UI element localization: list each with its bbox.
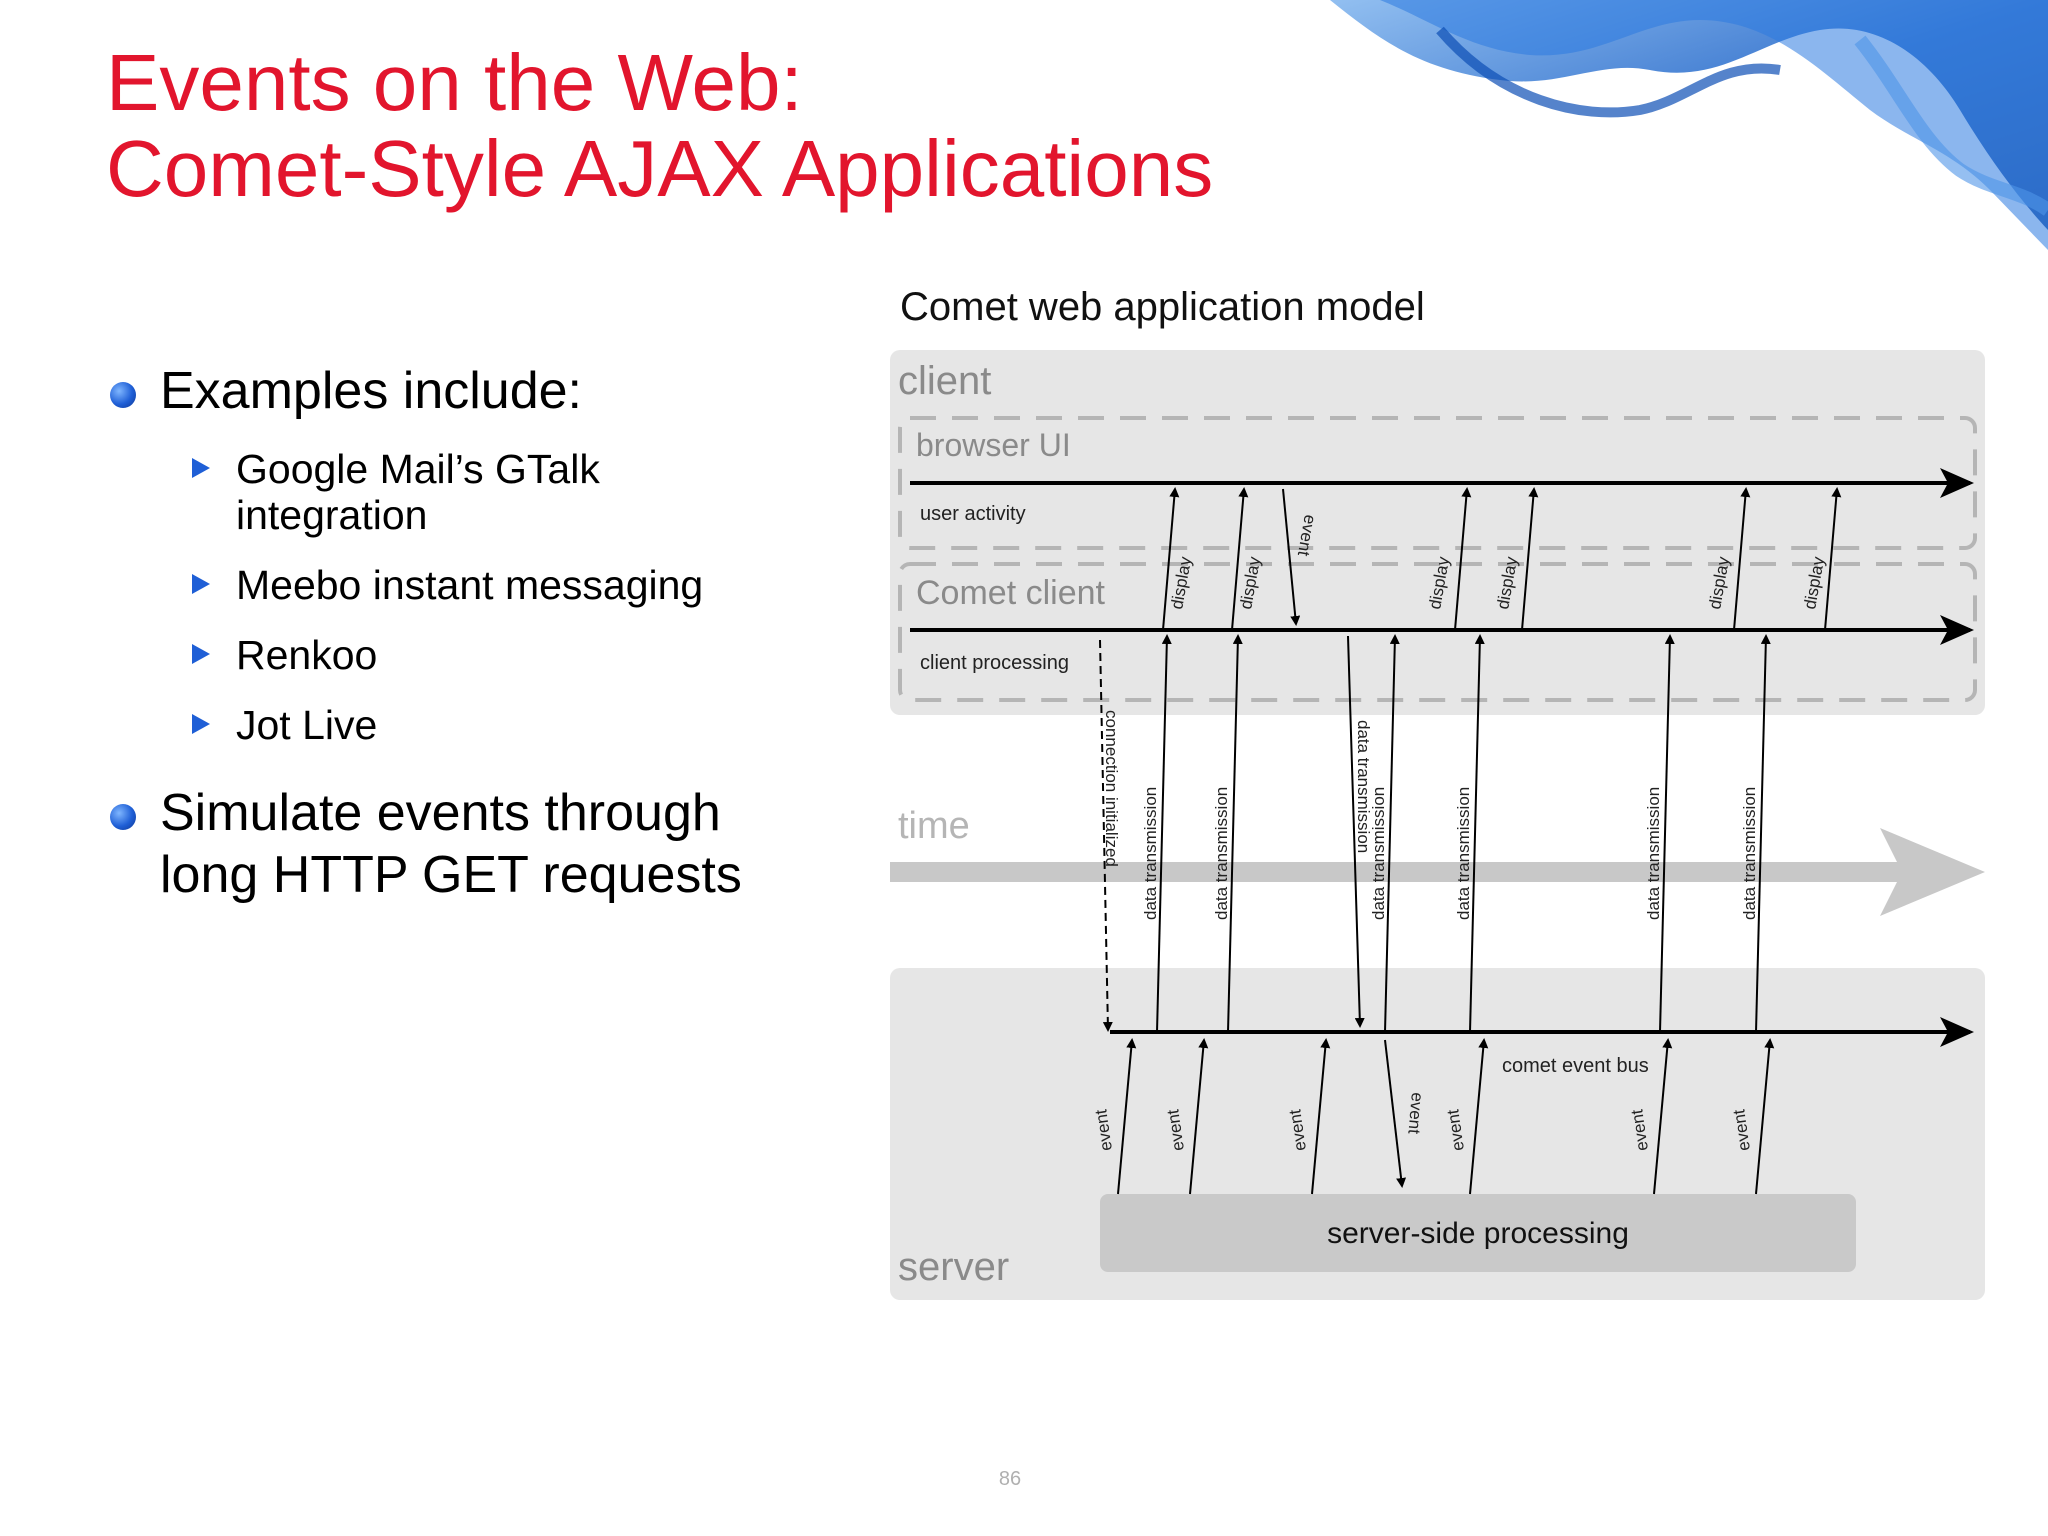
data-transmission-arrow-2: [1227, 634, 1243, 1033]
browser-ui-label: browser UI: [916, 427, 1071, 463]
event-arrow-1: [1117, 1038, 1137, 1195]
display-arrow-2: [1231, 487, 1249, 631]
server-side-processing-box: [1100, 1194, 1856, 1272]
display-arrow-4: [1521, 487, 1539, 631]
browser-ui-box: [898, 416, 1977, 550]
sub-bullet-jot-live: Jot Live: [106, 702, 866, 748]
sub-bullet-text: Meebo instant messaging: [236, 562, 704, 608]
triangle-bullet-icon: [192, 714, 210, 734]
data-transmission-label-4: data transmission: [1454, 787, 1473, 920]
data-transmission-down-label: data transmission: [1354, 720, 1373, 853]
event-down-arrow-server: [1384, 1039, 1407, 1188]
event-arrow-2: [1189, 1038, 1209, 1195]
data-transmission-arrow-3: [1384, 634, 1400, 1033]
page-number: 86: [998, 1468, 1022, 1490]
triangle-bullet-icon: [192, 458, 210, 478]
time-arrow-shaft: [890, 862, 1920, 882]
data-transmission-arrow-1: [1156, 634, 1172, 1033]
sub-bullet-text: Jot Live: [236, 702, 378, 748]
triangle-bullet-icon: [192, 644, 210, 664]
bullet-list: Examples include: Google Mail’s GTalk in…: [106, 360, 866, 906]
bullet-simulate: Simulate events through long HTTP GET re…: [106, 782, 866, 906]
data-transmission-label-3: data transmission: [1369, 787, 1388, 920]
bullet-text: Examples include:: [160, 362, 582, 420]
connection-initialized-arrow: [1099, 639, 1113, 1032]
bullet-text-cont: long HTTP GET requests: [160, 846, 742, 904]
event-arrow-6: [1755, 1038, 1775, 1195]
slide-title-line-2: Comet-Style AJAX Applications: [106, 124, 1214, 213]
triangle-bullet-icon: [192, 574, 210, 594]
event-down-arrow-client: [1282, 488, 1301, 626]
data-transmission-label-2: data transmission: [1212, 787, 1231, 920]
data-transmission-label-6: data transmission: [1740, 787, 1759, 920]
data-transmission-arrow-5: [1659, 634, 1675, 1033]
sub-bullet-text: Google Mail’s GTalk: [236, 446, 600, 492]
display-arrow-6: [1824, 487, 1842, 631]
slide-title: Events on the Web: Comet-Style AJAX Appl…: [106, 40, 1213, 212]
event-arrow-3: [1311, 1038, 1331, 1195]
bullet-examples: Examples include:: [106, 360, 866, 422]
data-transmission-label-1: data transmission: [1141, 787, 1160, 920]
slide-title-line-1: Events on the Web:: [106, 38, 803, 127]
user-activity-label: user activity: [920, 503, 1026, 525]
client-processing-label: client processing: [920, 652, 1069, 674]
server-side-processing-label: server-side processing: [1327, 1217, 1629, 1250]
sub-bullet-text-cont: integration: [236, 492, 428, 538]
data-transmission-arrow-6: [1755, 634, 1771, 1033]
bullet-text: Simulate events through: [160, 784, 721, 842]
display-arrow-1: [1162, 487, 1180, 631]
server-label: server: [898, 1245, 1009, 1289]
sub-bullet-text: Renkoo: [236, 632, 378, 678]
bullet-dot-icon: [110, 382, 136, 408]
sub-bullet-gmail: Google Mail’s GTalk integration: [106, 446, 866, 538]
comet-client-label: Comet client: [916, 574, 1106, 612]
data-transmission-label-5: data transmission: [1644, 787, 1663, 920]
sub-bullet-meebo: Meebo instant messaging: [106, 562, 866, 608]
display-arrow-5: [1733, 487, 1751, 631]
bullet-dot-icon: [110, 804, 136, 830]
time-label: time: [898, 805, 970, 847]
event-arrow-5: [1653, 1038, 1673, 1195]
event-label-server: event: [1404, 1092, 1427, 1135]
sub-bullet-renkoo: Renkoo: [106, 632, 866, 678]
comet-event-bus-label: comet event bus: [1502, 1055, 1649, 1077]
client-label: client: [898, 359, 991, 403]
time-arrow-head: [1880, 828, 1985, 916]
comet-model-diagram: Comet web application model client brows…: [890, 285, 1985, 1300]
display-arrow-3: [1454, 487, 1472, 631]
diagram-title: Comet web application model: [900, 285, 1425, 329]
event-arrow-4: [1469, 1038, 1489, 1195]
data-transmission-down-arrow: [1347, 635, 1365, 1028]
connection-initialized-label: connection initialized: [1102, 710, 1121, 867]
data-transmission-arrow-4: [1469, 634, 1485, 1033]
comet-client-box: [898, 562, 1977, 702]
